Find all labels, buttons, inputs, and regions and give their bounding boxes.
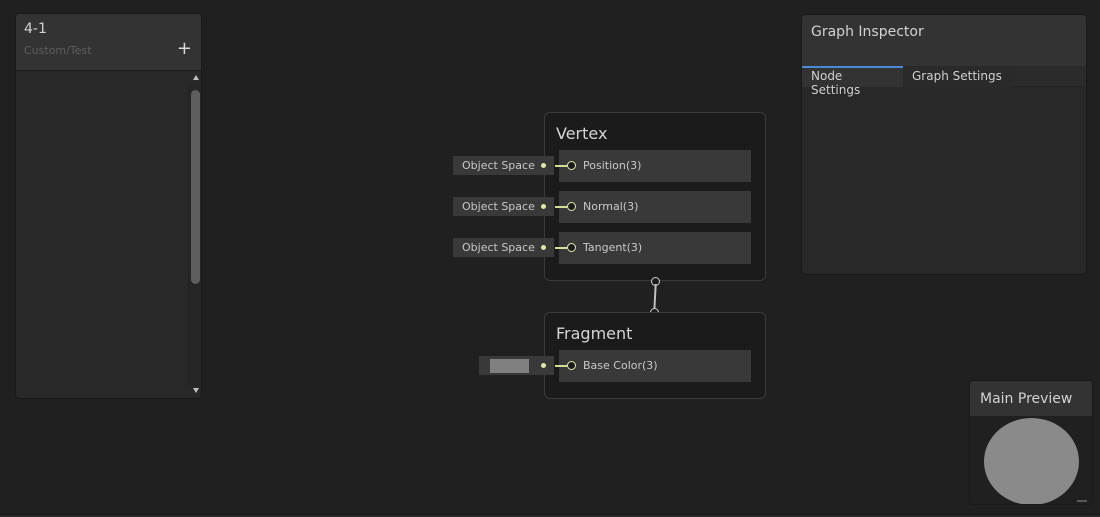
fragment-node-title: Fragment [556, 324, 633, 343]
fragment-slot-base-color[interactable]: Base Color(3) [559, 350, 751, 382]
tab-node-settings[interactable]: Node Settings [802, 66, 903, 97]
inspector-title: Graph Inspector [811, 24, 924, 40]
connection-wire [555, 165, 567, 167]
input-port-icon[interactable] [567, 202, 576, 211]
scroll-down-arrow-icon[interactable] [193, 388, 199, 393]
field-value: Object Space [462, 200, 535, 213]
field-value: Object Space [462, 159, 535, 172]
connection-dot-icon [541, 363, 546, 368]
preview-sphere [984, 418, 1079, 504]
vertex-slot-tangent[interactable]: Tangent(3) [559, 232, 751, 264]
inspector-header: Graph Inspector [802, 15, 1086, 67]
position-space-field[interactable]: Object Space [453, 156, 554, 175]
connection-wire [555, 365, 567, 367]
connection-dot-icon [541, 245, 546, 250]
vertex-node[interactable]: Vertex Position(3) Normal(3) Tangent(3) [544, 112, 766, 281]
add-property-button[interactable]: + [176, 38, 192, 59]
main-preview-panel: Main Preview [969, 380, 1093, 505]
resize-handle-icon[interactable] [1077, 500, 1087, 502]
blackboard-scrollbar-thumb[interactable] [191, 90, 200, 284]
preview-header: Main Preview [970, 381, 1092, 416]
inspector-tab-bar: Node Settings Graph Settings [802, 66, 1086, 97]
vertex-slot-normal[interactable]: Normal(3) [559, 191, 751, 223]
input-port-icon[interactable] [567, 361, 576, 370]
tab-graph-settings[interactable]: Graph Settings [903, 66, 1013, 87]
connection-wire [555, 247, 567, 249]
flow-connector [653, 284, 657, 311]
scroll-up-arrow-icon[interactable] [193, 75, 199, 80]
blackboard-panel: 4-1 Custom/Test + [15, 13, 202, 399]
slot-label: Position(3) [583, 159, 642, 172]
connection-wire [555, 206, 567, 208]
blackboard-subtitle[interactable]: Custom/Test [24, 44, 92, 57]
blackboard-title[interactable]: 4-1 [24, 21, 47, 37]
connection-dot-icon [541, 163, 546, 168]
blackboard-header: 4-1 Custom/Test + [16, 14, 201, 71]
tangent-space-field[interactable]: Object Space [453, 238, 554, 257]
fragment-node[interactable]: Fragment Base Color(3) [544, 312, 766, 399]
slot-label: Base Color(3) [583, 359, 658, 372]
bottom-border [0, 514, 1100, 517]
preview-viewport[interactable] [970, 416, 1092, 504]
base-color-field[interactable] [479, 356, 554, 375]
vertex-slot-position[interactable]: Position(3) [559, 150, 751, 182]
slot-label: Tangent(3) [583, 241, 643, 254]
connection-dot-icon [541, 204, 546, 209]
preview-title: Main Preview [980, 391, 1073, 407]
graph-inspector-panel: Graph Inspector Node Settings Graph Sett… [801, 14, 1087, 275]
input-port-icon[interactable] [567, 243, 576, 252]
color-swatch[interactable] [490, 359, 529, 373]
vertex-node-title: Vertex [556, 124, 608, 143]
input-port-icon[interactable] [567, 161, 576, 170]
slot-label: Normal(3) [583, 200, 639, 213]
field-value: Object Space [462, 241, 535, 254]
normal-space-field[interactable]: Object Space [453, 197, 554, 216]
